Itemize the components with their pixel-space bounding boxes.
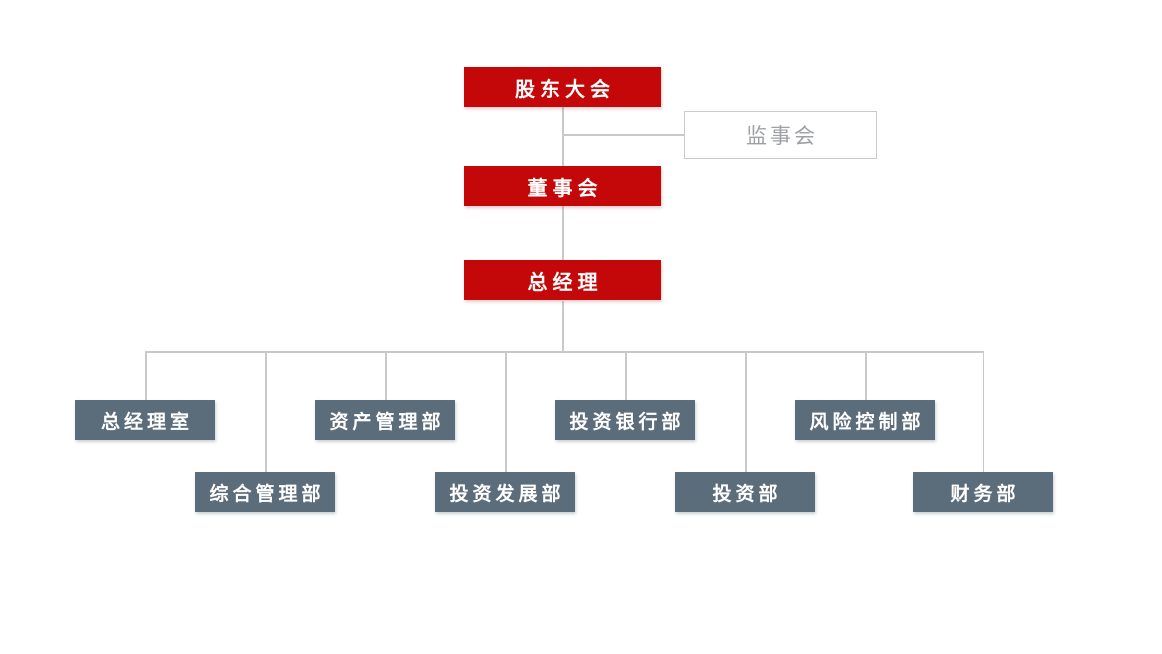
connector-drop-investment (745, 351, 747, 472)
node-dept-investment-development-label: 投资发展部 (449, 483, 565, 505)
node-dept-investment-banking: 投资银行部 (555, 400, 695, 440)
node-dept-finance-label: 财务部 (950, 483, 1020, 505)
node-shareholders-meeting-label: 股东大会 (515, 78, 615, 101)
node-dept-gm-office-label: 总经理室 (100, 411, 193, 433)
node-board-of-directors-label: 董事会 (527, 177, 603, 200)
node-general-manager: 总经理 (464, 260, 661, 300)
connector-drop-invest-banking (625, 351, 627, 400)
node-dept-asset-management-label: 资产管理部 (329, 411, 445, 433)
node-supervisory-board: 监事会 (684, 111, 877, 159)
node-dept-general-administration-label: 综合管理部 (209, 483, 325, 505)
connector-drop-general-admin (265, 351, 267, 472)
connector-to-supervisory (563, 134, 684, 136)
node-dept-risk-control: 风险控制部 (795, 400, 935, 440)
connector-gm-to-bus (562, 301, 564, 351)
connector-shareholders-to-board (562, 107, 564, 166)
node-dept-finance: 财务部 (913, 472, 1053, 512)
connector-drop-invest-dev (505, 351, 507, 472)
node-dept-investment: 投资部 (675, 472, 815, 512)
node-dept-general-administration: 综合管理部 (195, 472, 335, 512)
connector-drop-finance (982, 351, 984, 472)
connector-drop-asset-mgmt (385, 351, 387, 400)
node-dept-gm-office: 总经理室 (75, 400, 215, 440)
node-dept-investment-banking-label: 投资银行部 (569, 411, 685, 433)
node-board-of-directors: 董事会 (464, 166, 661, 206)
connector-drop-risk-control (865, 351, 867, 400)
node-supervisory-board-label: 监事会 (746, 125, 818, 148)
connector-departments-bus (145, 351, 984, 353)
node-dept-asset-management: 资产管理部 (315, 400, 455, 440)
connector-board-to-gm (562, 206, 564, 260)
node-dept-investment-label: 投资部 (712, 483, 782, 505)
node-shareholders-meeting: 股东大会 (464, 67, 661, 107)
node-dept-investment-development: 投资发展部 (435, 472, 575, 512)
connector-drop-gm-office (145, 351, 147, 400)
node-general-manager-label: 总经理 (527, 271, 603, 294)
node-dept-risk-control-label: 风险控制部 (809, 411, 925, 433)
